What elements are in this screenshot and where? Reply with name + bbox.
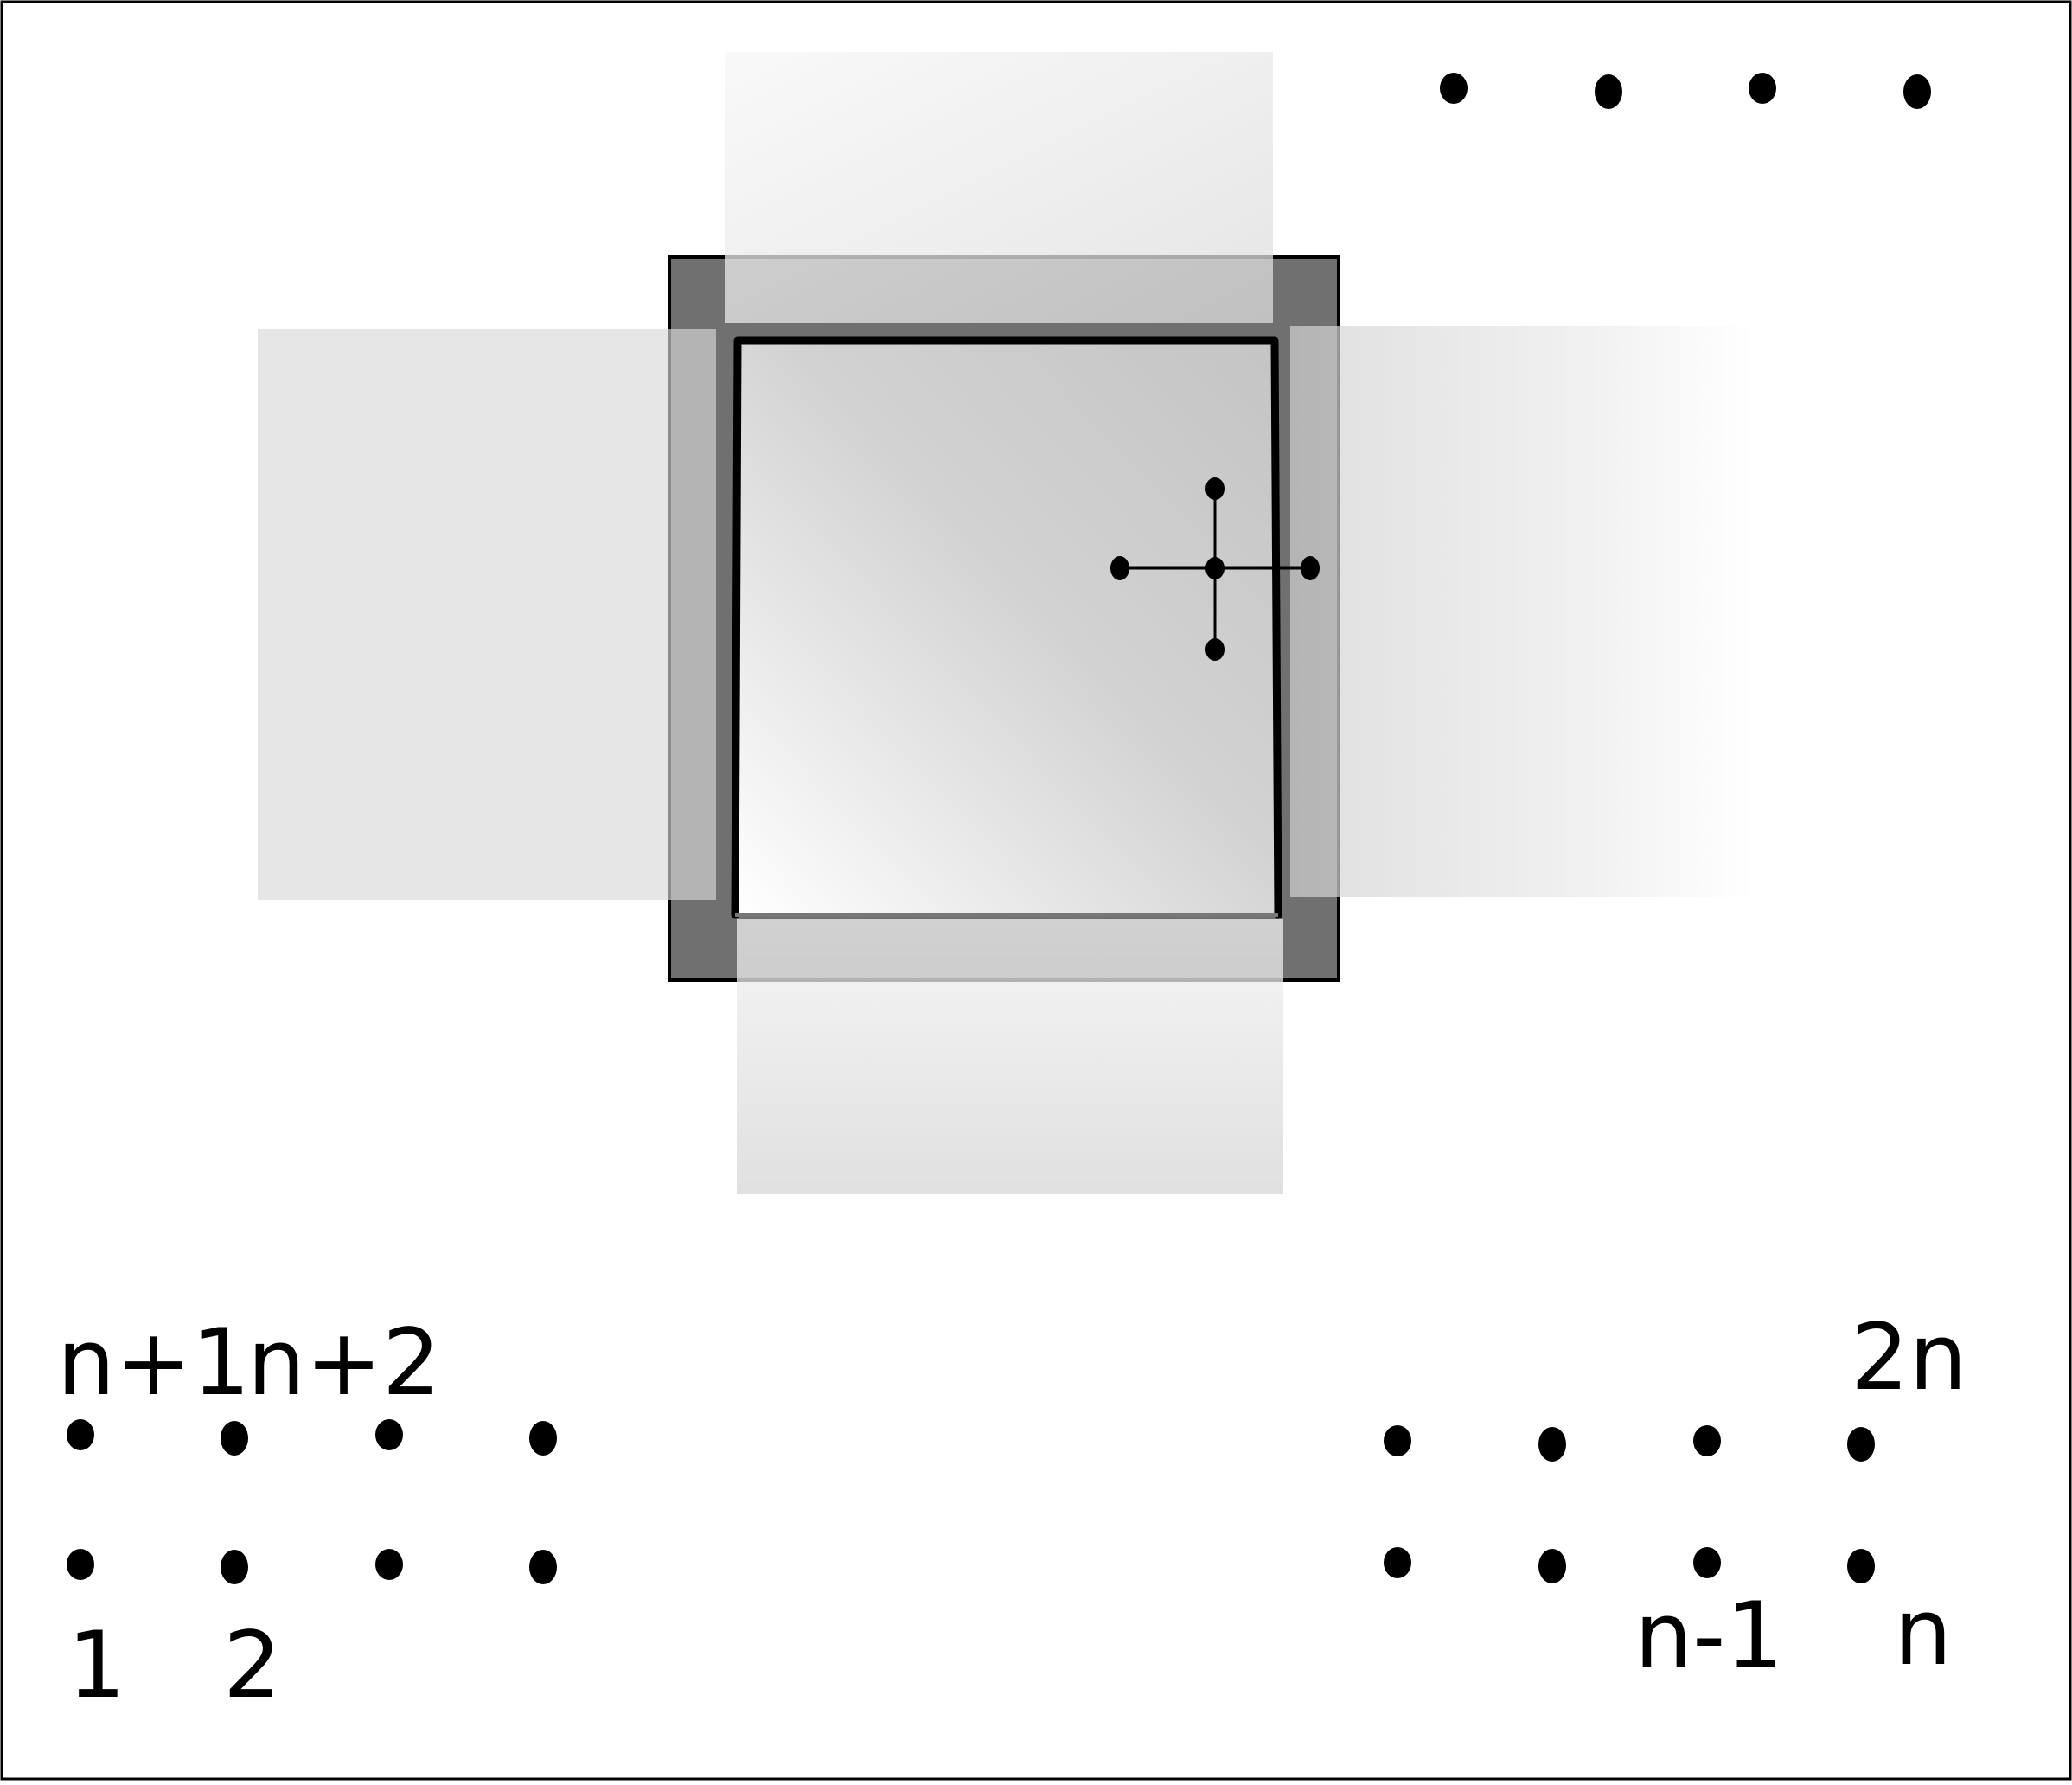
label-n-plus-2: n+2 — [247, 1309, 440, 1416]
right-upper-dot-row — [1384, 1425, 1875, 1462]
stencil-center-point — [1205, 557, 1225, 579]
stencil-left-point — [1110, 556, 1129, 580]
right-lower-dot-row — [1384, 1547, 1875, 1583]
label-n-minus-1: n-1 — [1634, 1583, 1784, 1689]
top-right-dot-row — [1440, 73, 1931, 109]
stencil-bottom-point — [1205, 638, 1225, 661]
label-1: 1 — [67, 1612, 125, 1718]
label-n-plus-1: n+1 — [57, 1309, 250, 1416]
bottom-band — [737, 919, 1283, 1194]
left-upper-dot-row — [67, 1419, 557, 1456]
label-2n: 2n — [1851, 1304, 1967, 1411]
label-n: n — [1894, 1579, 1952, 1686]
left-lower-dot-row — [67, 1549, 557, 1584]
stencil-right-point — [1301, 556, 1320, 580]
top-band — [725, 52, 1273, 323]
inner-square — [735, 339, 1278, 913]
label-2: 2 — [223, 1612, 281, 1718]
inner-square-outline — [731, 336, 1282, 919]
left-band — [258, 329, 716, 900]
right-band — [1290, 326, 1752, 897]
stencil-points — [1110, 477, 1320, 661]
stencil-top-point — [1205, 477, 1225, 500]
